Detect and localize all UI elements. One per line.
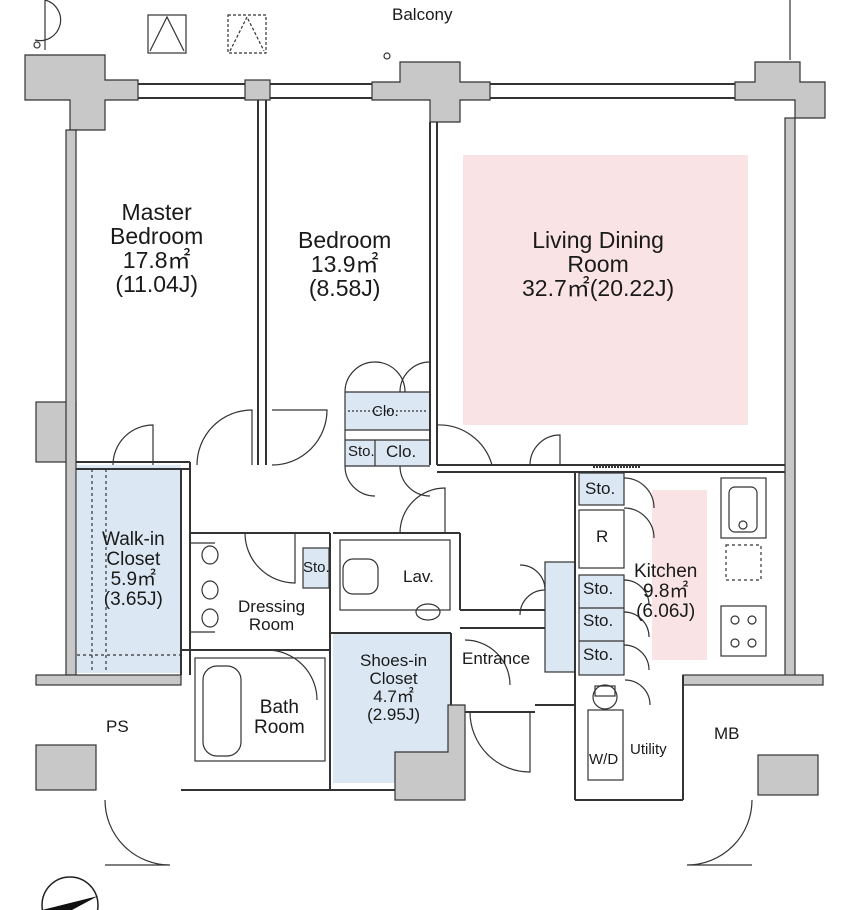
wall-bottom-ps — [35, 744, 97, 791]
living-name2: Room — [567, 251, 629, 278]
bedroom-label: Bedroom 13.9㎡ (8.58J) — [298, 227, 392, 302]
shoes-area: 4.7㎡ — [373, 686, 414, 706]
lav-label: Lav. — [403, 568, 434, 586]
bath-name1: Bath — [259, 697, 299, 718]
mb-text: MB — [714, 724, 740, 743]
clo-top-text: Clo. — [372, 403, 399, 420]
shoes-name2: Closet — [369, 668, 418, 688]
balcony-fixtures — [33, 0, 791, 60]
bedroom-jo: (8.58J) — [308, 275, 381, 302]
walkin-closet-fill — [77, 465, 181, 673]
clo-bottom-fill — [375, 440, 430, 466]
sto-1-label: Sto. — [583, 580, 613, 598]
clo-bottom-text: Clo. — [386, 442, 417, 461]
master-name2: Bedroom — [110, 223, 204, 250]
wall-top-right-column — [734, 61, 826, 119]
wall-bottom-mb — [757, 754, 819, 796]
clo-top-label: Clo. — [372, 404, 399, 420]
bedroom-name: Bedroom — [298, 227, 392, 253]
living-name1: Living Dining — [532, 227, 664, 253]
refrigerator-text: R — [596, 527, 609, 546]
kitchen-jo: (6.06J) — [636, 600, 696, 622]
entrance-storage-fill — [545, 562, 575, 672]
walkin-name2: Closet — [106, 548, 161, 570]
door-swings — [34, 0, 753, 866]
walkin-area: 5.9㎡ — [110, 568, 157, 590]
partition-lines — [77, 391, 767, 781]
ps-label: PS — [106, 718, 129, 736]
sto-left-label: Sto. — [348, 444, 375, 460]
living-area: 32.7㎡(20.22J) — [522, 275, 675, 302]
dressing-room-label: Dressing Room — [238, 598, 305, 634]
utility-text: Utility — [630, 741, 667, 758]
bedroom-area: 13.9㎡ — [310, 251, 379, 278]
sto-left-fill — [345, 440, 375, 466]
dressing-name1: Dressing — [238, 597, 306, 616]
wall-left-exterior — [65, 129, 77, 676]
sto-dressing-text: Sto. — [303, 559, 330, 576]
sto-left-text: Sto. — [348, 443, 375, 460]
sto-dressing-fill — [303, 548, 329, 588]
shoes-name1: Shoes-in — [360, 651, 428, 670]
sto-dressing-label: Sto. — [303, 560, 330, 576]
sto-kitchen-text: Sto. — [585, 479, 616, 498]
walls — [24, 54, 826, 801]
dressing-name2: Room — [248, 614, 295, 634]
sto-2-label: Sto. — [583, 612, 613, 630]
bath-room-label: Bath Room — [254, 698, 305, 738]
kitchen-name: Kitchen — [634, 561, 698, 582]
kitchen-label: Kitchen 9.8㎡ (6.06J) — [634, 562, 697, 622]
wall-right-exterior — [784, 117, 796, 679]
wall-center-stub — [244, 79, 271, 101]
washer-dryer-label: W/D — [589, 752, 618, 768]
master-name1: Master — [121, 199, 192, 225]
compass — [41, 876, 99, 910]
sto-3-label: Sto. — [583, 646, 613, 664]
master-area: 17.8㎡ — [122, 247, 191, 274]
ps-text: PS — [106, 717, 129, 736]
sto-stack-fill — [579, 575, 624, 675]
sto-kitchen-fill — [579, 473, 624, 505]
walkin-closet-label: Walk-in Closet 5.9㎡ (3.65J) — [102, 530, 165, 610]
wall-top-left-column — [24, 54, 139, 131]
washer-dryer-text: W/D — [589, 751, 619, 768]
entrance-text: Entrance — [462, 649, 531, 668]
living-highlight — [463, 155, 748, 425]
balcony-text: Balcony — [392, 5, 453, 24]
shoes-jo: (2.95J) — [367, 704, 421, 724]
mb-label: MB — [714, 725, 740, 743]
utility-label: Utility — [630, 742, 667, 758]
balcony-label: Balcony — [392, 6, 452, 24]
refrigerator-label: R — [596, 528, 608, 546]
kitchen-area: 9.8㎡ — [642, 580, 689, 602]
shoes-closet-label: Shoes-in Closet 4.7㎡ (2.95J) — [360, 652, 427, 723]
lav-text: Lav. — [403, 567, 434, 586]
walkin-jo: (3.65J) — [103, 588, 163, 610]
clo-bottom-label: Clo. — [386, 443, 416, 461]
sto-2-text: Sto. — [583, 611, 614, 630]
wall-bottom-band-left — [35, 674, 182, 686]
entrance-label: Entrance — [462, 650, 530, 668]
master-bedroom-label: Master Bedroom 17.8㎡ (11.04J) — [110, 200, 203, 297]
sto-kitchen-label: Sto. — [585, 480, 615, 498]
walkin-name1: Walk-in — [102, 529, 165, 550]
wall-top-mid-column — [371, 61, 491, 123]
sto-3-text: Sto. — [583, 645, 614, 664]
room-fills — [77, 155, 748, 783]
wall-lines — [76, 83, 785, 801]
wall-bottom-band-right — [682, 674, 824, 686]
master-jo: (11.04J) — [115, 271, 198, 298]
wall-shoes-column — [394, 704, 466, 801]
kitchen-highlight — [652, 490, 707, 660]
sto-1-text: Sto. — [583, 579, 614, 598]
clo-top-fill — [345, 392, 430, 430]
living-label: Living Dining Room 32.7㎡(20.22J) — [522, 227, 675, 302]
bath-name2: Room — [254, 716, 305, 738]
